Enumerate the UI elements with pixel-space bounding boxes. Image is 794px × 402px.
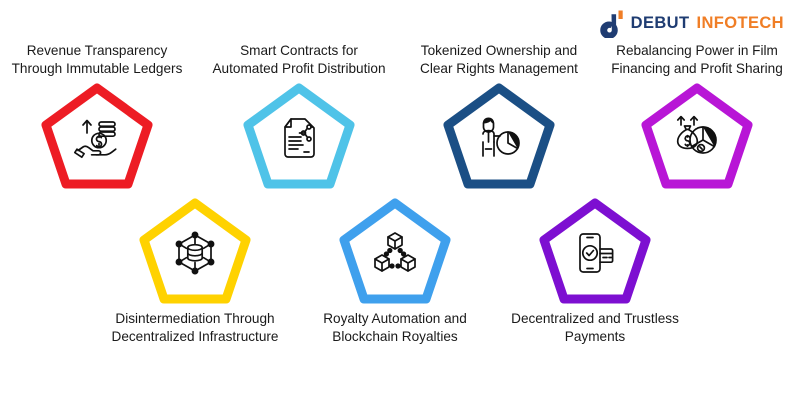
node-label: Rebalancing Power in Film Financing and … xyxy=(611,43,783,76)
node-royalty-automation[interactable]: Royalty Automation and Blockchain Royalt… xyxy=(306,198,484,345)
node-label: Decentralized and Trustless Payments xyxy=(511,311,679,344)
blockchain-cubes-icon xyxy=(370,228,420,278)
pentagon-wrap xyxy=(506,198,684,304)
pentagon-wrap xyxy=(8,83,186,189)
hand-holding-coins-icon xyxy=(72,113,122,163)
pentagon-shape[interactable] xyxy=(139,198,251,304)
presenter-pie-chart-icon xyxy=(474,113,524,163)
money-bag-pie-percent-icon xyxy=(672,113,722,163)
pentagon-shape[interactable] xyxy=(41,83,153,189)
pentagon-shape[interactable] xyxy=(641,83,753,189)
node-smart-contracts[interactable]: Smart Contracts for Automated Profit Dis… xyxy=(210,42,388,189)
pentagon-wrap xyxy=(608,83,786,189)
pentagon-shape[interactable] xyxy=(443,83,555,189)
debut-d-logo-icon xyxy=(598,8,624,39)
pentagon-shape[interactable] xyxy=(539,198,651,304)
smart-contract-document-icon xyxy=(274,113,324,163)
mobile-payment-card-icon xyxy=(570,228,620,278)
node-label: Disintermediation Through Decentralized … xyxy=(111,311,279,344)
node-revenue-transparency[interactable]: Revenue Transparency Through Immutable L… xyxy=(8,42,186,189)
brand-name-primary: DEBUT xyxy=(630,13,690,32)
decentralized-database-network-icon xyxy=(170,228,220,278)
node-label: Revenue Transparency Through Immutable L… xyxy=(11,43,183,76)
node-label: Smart Contracts for Automated Profit Dis… xyxy=(212,43,386,76)
pentagon-wrap xyxy=(306,198,484,304)
node-decentralized-payments[interactable]: Decentralized and Trustless Payments xyxy=(506,198,684,345)
node-rebalancing-power[interactable]: Rebalancing Power in Film Financing and … xyxy=(608,42,786,189)
brand-name-secondary: INFOTECH xyxy=(696,13,784,32)
pentagon-shape[interactable] xyxy=(243,83,355,189)
pentagon-wrap xyxy=(410,83,588,189)
node-tokenized-ownership[interactable]: Tokenized Ownership and Clear Rights Man… xyxy=(410,42,588,189)
node-label: Royalty Automation and Blockchain Royalt… xyxy=(323,311,467,344)
brand-logo: DEBUT INFOTECH xyxy=(598,8,784,39)
node-label: Tokenized Ownership and Clear Rights Man… xyxy=(420,43,578,76)
node-disintermediation[interactable]: Disintermediation Through Decentralized … xyxy=(106,198,284,345)
pentagon-wrap xyxy=(106,198,284,304)
pentagon-shape[interactable] xyxy=(339,198,451,304)
brand-logo-text: DEBUT INFOTECH xyxy=(631,14,784,33)
pentagon-wrap xyxy=(210,83,388,189)
